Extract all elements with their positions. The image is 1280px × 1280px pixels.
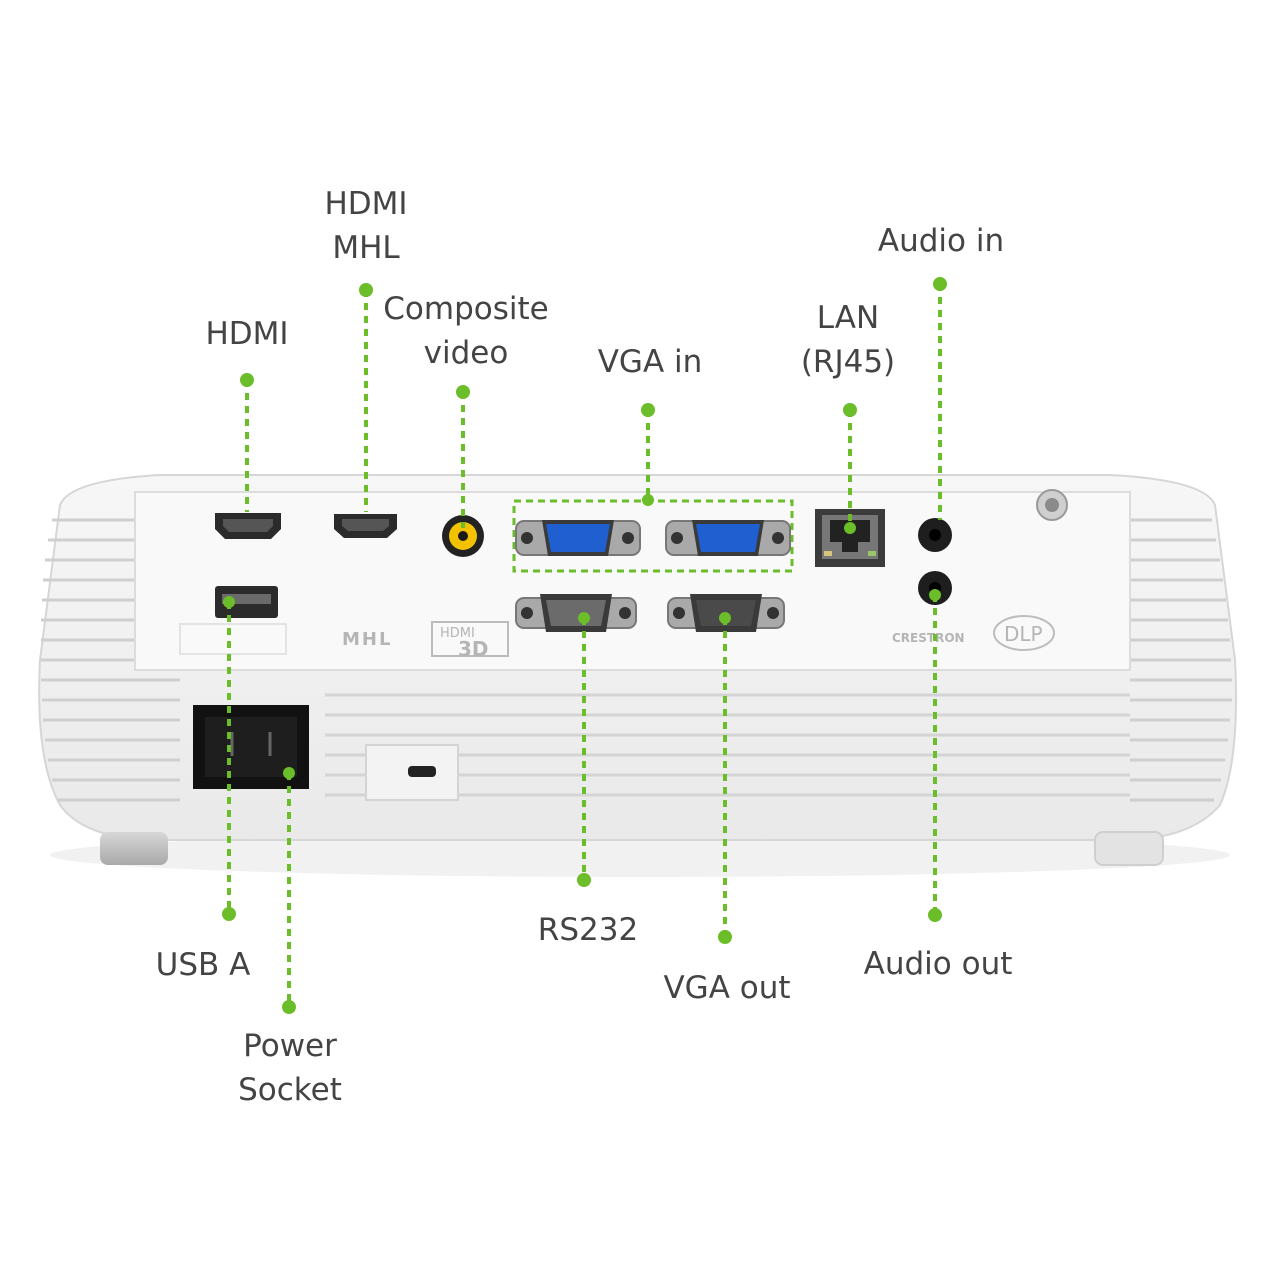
label-composite-line2: video [423,335,509,371]
leader-usb-a [222,596,236,921]
hdmi-3d-logo: HDMI 3D [431,621,509,661]
label-power-socket: Power Socket [238,1024,342,1112]
label-composite-line1: Composite [383,291,549,327]
left-vent-grille [41,518,180,802]
kensington-lock-slot [365,744,459,801]
label-hdmi: HDMI [205,316,289,352]
leader-hdmi [240,373,254,512]
leader-vga-in [641,403,655,506]
dlp-logo: DLP [993,615,1055,651]
label-rs232: RS232 [537,912,639,948]
connector-panel [134,491,1131,671]
mhl-logo: MHL [342,629,392,650]
label-hdmi-mhl-line2: MHL [332,230,400,266]
label-composite-video: Composite video [383,287,548,375]
label-lan: LAN (RJ45) [801,296,895,384]
svg-text:DLP: DLP [1004,622,1043,646]
label-hdmi-mhl: HDMI MHL [324,182,407,270]
leader-audio-out [928,589,942,922]
blank-label-plate [179,623,287,655]
svg-text:HDMI: HDMI [440,626,475,641]
right-foot [1094,831,1164,866]
label-power-line2: Socket [238,1072,342,1108]
label-lan-line1: LAN [816,300,880,336]
label-audio-out: Audio out [863,946,1013,982]
hdmi-port [215,513,281,539]
label-vga-in: VGA in [597,344,703,380]
vga-in-port-2 [665,520,791,556]
label-hdmi-mhl-line1: HDMI [324,186,408,222]
bottom-vent-grille [325,693,1130,797]
svg-text:3D: 3D [458,637,489,661]
power-socket [193,705,309,789]
audio-in-jack [918,518,952,552]
vga-in-port-1 [515,520,641,556]
left-foot [100,832,168,865]
label-vga-out: VGA out [663,970,791,1006]
crestron-logo: CRESTRON [892,631,965,645]
leader-lan [843,403,857,534]
label-power-line1: Power [243,1028,337,1064]
leader-rs232 [577,612,591,887]
label-audio-in: Audio in [877,223,1005,259]
leader-audio-in [933,277,947,520]
leader-power-socket [282,767,296,1014]
label-usb-a: USB A [155,947,251,983]
usb-a-port [215,586,278,618]
leader-composite [456,385,470,528]
panel-screw [1036,489,1068,521]
rs232-port [515,594,637,632]
leader-vga-out [718,612,732,944]
hdmi-mhl-port [334,514,397,538]
right-vent-grille [1130,518,1232,802]
leader-hdmi-mhl [359,283,373,512]
composite-video-port [442,515,484,557]
label-lan-line2: (RJ45) [800,344,896,380]
